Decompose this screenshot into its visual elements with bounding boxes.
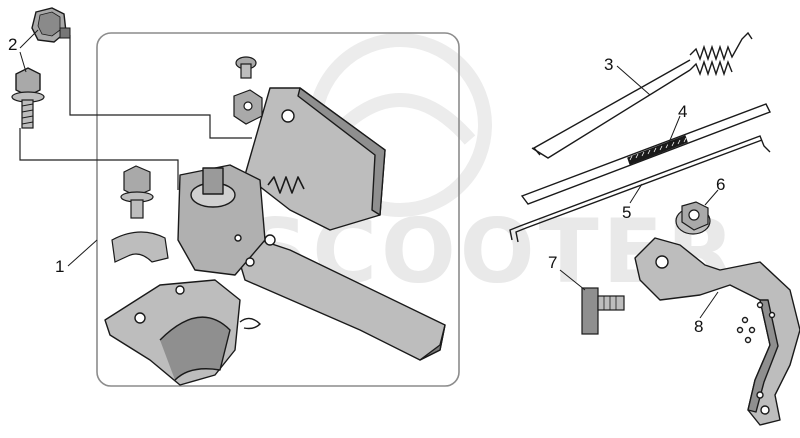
flange-bolt-middle [120,165,154,219]
governor-rod [509,135,771,243]
callout-leaders [19,29,719,319]
e-clip [239,317,261,330]
callout-4: 4 [678,102,688,121]
callout-7: 7 [548,253,558,272]
assembly-frame [96,32,460,387]
callout-3: 3 [604,55,614,74]
callout-2: 2 [8,35,18,54]
bolt-leader-lines [19,35,252,190]
cable-clamp [111,231,169,263]
callout-1: 1 [55,257,65,276]
governor-spring [531,31,753,159]
square-head-bolt [581,287,625,335]
callout-5: 5 [622,203,632,222]
governor-rod-outer [520,103,771,205]
small-screw [235,56,257,79]
flange-bolt-large [31,7,71,43]
hex-nut [233,89,263,125]
throttle-control-bracket [104,87,446,386]
flange-nut [675,201,711,235]
callout-8: 8 [694,317,704,336]
flange-bolt-long [11,67,45,129]
callout-6: 6 [716,175,726,194]
choke-lever-bracket [634,237,800,426]
